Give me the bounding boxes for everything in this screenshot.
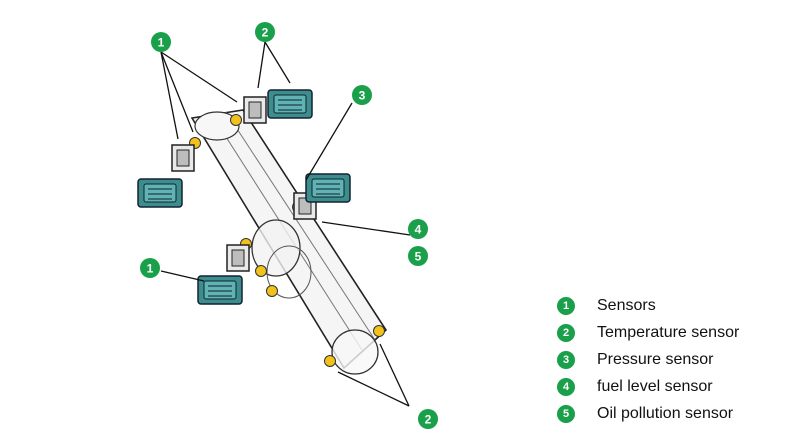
callout-3: 3: [352, 85, 372, 105]
roller-icon: [324, 355, 336, 367]
legend-badge: 4: [557, 377, 575, 396]
svg-text:1: 1: [147, 262, 154, 276]
legend-item-oil-pollution-sensor: 5 Oil pollution sensor: [557, 400, 787, 427]
svg-text:5: 5: [415, 250, 422, 264]
svg-text:1: 1: [158, 36, 165, 50]
legend-badge: 5: [557, 404, 575, 423]
legend-item-temperature-sensor: 2 Temperature sensor: [557, 319, 787, 346]
legend-label: Oil pollution sensor: [597, 404, 734, 422]
callout-1-left: 1: [140, 258, 160, 278]
callout-2-bottom: 2: [418, 409, 438, 429]
legend-label: Sensors: [597, 296, 656, 314]
legend-label: Pressure sensor: [597, 350, 714, 368]
legend: 1 Sensors 2 Temperature sensor 3 Pressur…: [557, 292, 787, 427]
legend-item-sensors: 1 Sensors: [557, 292, 787, 319]
callout-4: 4: [408, 219, 428, 239]
callout-1-top: 1: [151, 32, 171, 52]
svg-text:4: 4: [415, 223, 422, 237]
legend-label: Temperature sensor: [597, 323, 740, 341]
legend-item-pressure-sensor: 3 Pressure sensor: [557, 346, 787, 373]
svg-text:2: 2: [425, 413, 432, 427]
callout-2-top: 2: [255, 22, 275, 42]
svg-text:2: 2: [262, 26, 269, 40]
legend-badge: 2: [557, 323, 575, 342]
legend-label: fuel level sensor: [597, 377, 713, 395]
svg-text:3: 3: [359, 89, 366, 103]
roller-icon: [255, 265, 267, 277]
conveyor-belt: [190, 109, 388, 375]
roller-icon: [266, 285, 278, 297]
callout-lines: [160, 41, 411, 407]
roller-icon: [373, 325, 385, 337]
roller-icon: [230, 114, 242, 126]
callout-5: 5: [408, 246, 428, 266]
legend-badge: 3: [557, 350, 575, 369]
legend-badge: 1: [557, 296, 575, 315]
legend-item-fuel-level-sensor: 4 fuel level sensor: [557, 373, 787, 400]
